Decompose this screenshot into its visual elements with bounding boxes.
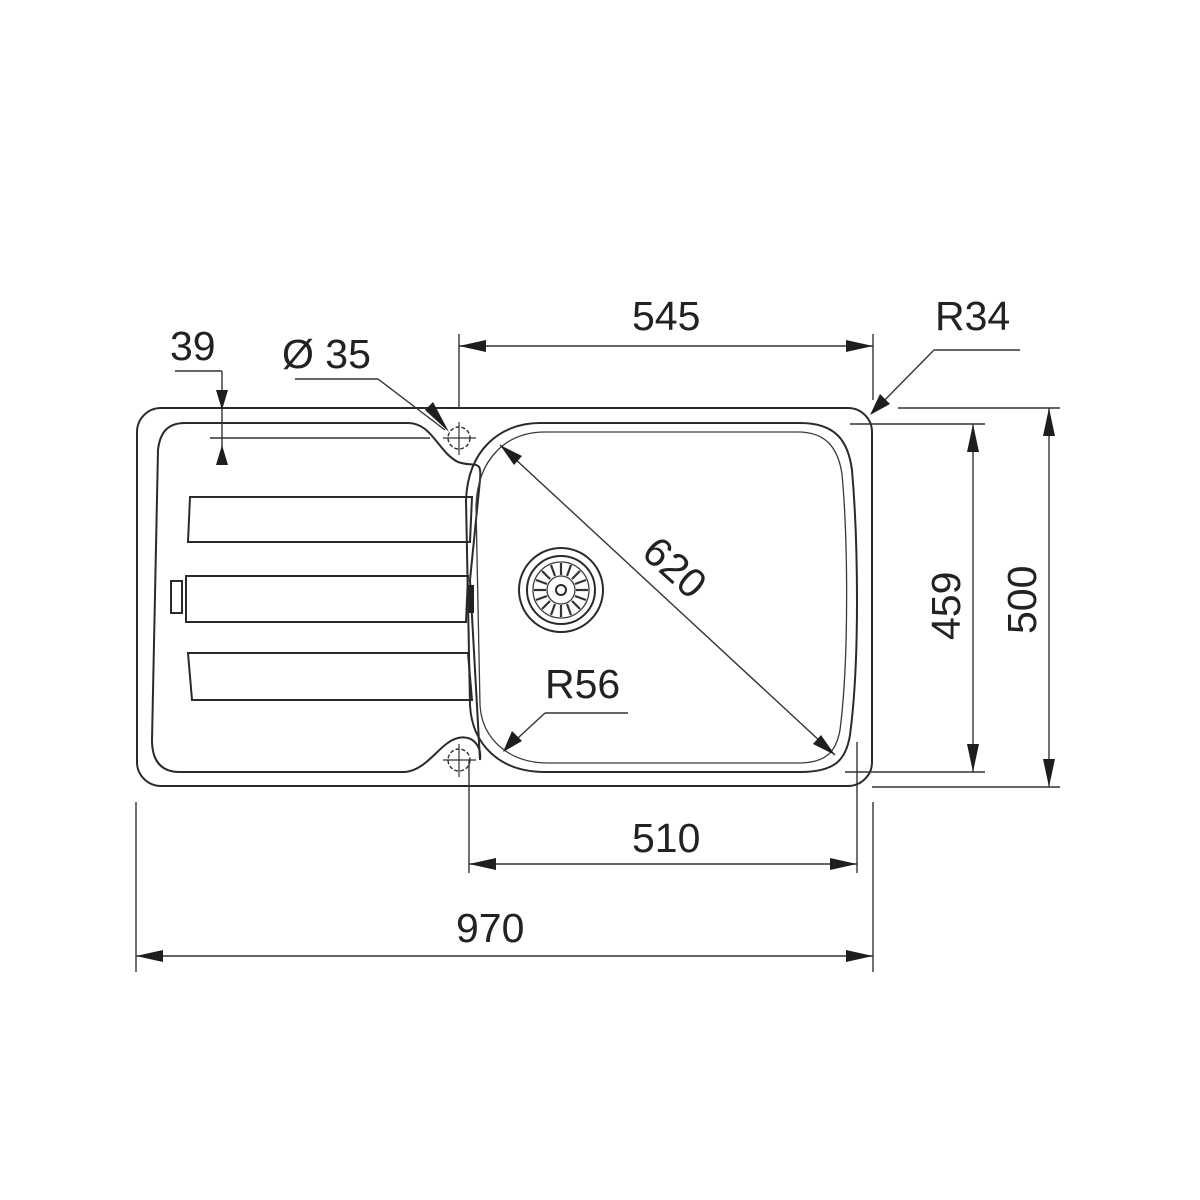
dimension-r56: R56 bbox=[503, 661, 628, 752]
svg-text:459: 459 bbox=[923, 572, 969, 640]
tap-hole-bottom-icon bbox=[443, 744, 476, 777]
dimension-545: 545 bbox=[458, 293, 874, 408]
svg-text:510: 510 bbox=[632, 815, 700, 861]
svg-text:545: 545 bbox=[632, 293, 700, 339]
drainer-area bbox=[150, 422, 482, 773]
svg-text:970: 970 bbox=[456, 905, 524, 951]
dimension-620: 620 bbox=[499, 444, 836, 756]
svg-text:39: 39 bbox=[170, 323, 216, 369]
sink-bowl bbox=[464, 422, 858, 773]
svg-text:R56: R56 bbox=[545, 661, 620, 707]
dimension-39: 39 bbox=[170, 323, 430, 465]
dimension-r34: R34 bbox=[870, 293, 1020, 415]
svg-text:R34: R34 bbox=[935, 293, 1010, 339]
overflow-slot-icon bbox=[170, 580, 183, 614]
sink-outline bbox=[136, 407, 873, 787]
dimension-459: 459 bbox=[845, 423, 985, 773]
drainer-rib-middle bbox=[185, 575, 470, 623]
strainer-waste-icon bbox=[518, 547, 604, 633]
dimension-tap-hole-diameter: Ø 35 bbox=[282, 331, 449, 432]
svg-text:620: 620 bbox=[634, 528, 716, 608]
drainer-rib-top bbox=[186, 496, 474, 543]
tap-hole-top-icon bbox=[443, 422, 476, 455]
svg-text:Ø 35: Ø 35 bbox=[282, 331, 371, 377]
dimension-970: 970 bbox=[135, 802, 874, 972]
dimension-510: 510 bbox=[468, 742, 858, 873]
drainer-rib-bottom bbox=[186, 652, 474, 701]
svg-text:500: 500 bbox=[999, 566, 1045, 634]
dimension-500: 500 bbox=[872, 407, 1060, 788]
rib-tab bbox=[468, 585, 474, 613]
